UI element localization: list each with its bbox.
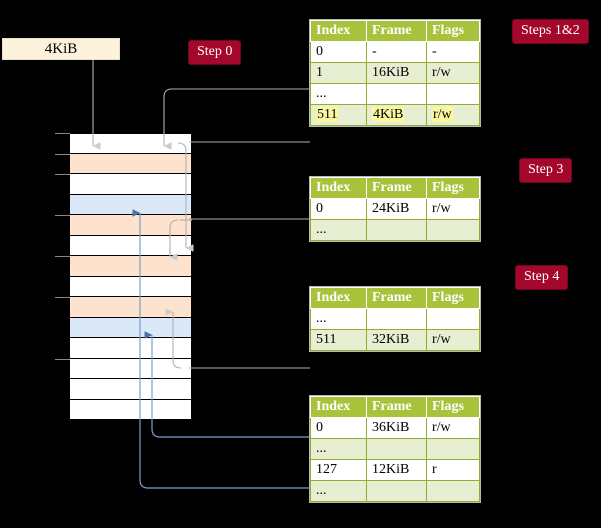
column-header-index: Index — [310, 177, 367, 199]
memory-frame-row — [69, 399, 192, 420]
memory-frame-row — [69, 174, 192, 195]
cell-flags: r/w — [426, 417, 480, 439]
cell-frame: 16KiB — [366, 62, 427, 84]
memory-tick-mark — [55, 174, 70, 175]
highlighted-value: r/w — [432, 107, 453, 122]
memory-tick-mark — [55, 358, 70, 360]
memory-frame-row — [69, 358, 192, 379]
column-header-frame: Frame — [366, 177, 427, 199]
cell-frame — [366, 83, 427, 105]
cell-flags: r/w — [426, 329, 480, 351]
cell-index: 127 — [310, 459, 367, 481]
cell-index: ... — [310, 83, 367, 105]
column-header-flags: Flags — [426, 177, 480, 199]
column-header-index: Index — [310, 20, 367, 42]
memory-tick-mark — [55, 215, 70, 216]
table-row: ... — [310, 438, 480, 460]
cell-flags — [426, 480, 480, 502]
column-header-index: Index — [310, 396, 367, 418]
cell-index: 511 — [310, 329, 367, 351]
cell-frame — [366, 438, 427, 460]
memory-tick-mark — [55, 297, 70, 298]
memory-tick-mark — [55, 256, 70, 257]
cell-index: ... — [310, 308, 367, 330]
cell-frame — [366, 308, 427, 330]
column-header-flags: Flags — [426, 20, 480, 42]
cell-index: ... — [310, 480, 367, 502]
memory-frame-row — [69, 317, 192, 338]
memory-frame-row — [69, 194, 192, 215]
cell-index: ... — [310, 438, 367, 460]
memory-frame-row — [69, 256, 192, 277]
table-row: ... — [310, 480, 480, 502]
page-box-label: 4KiB — [44, 40, 78, 57]
table-row: 0-- — [310, 41, 480, 63]
column-header-frame: Frame — [366, 396, 427, 418]
cell-frame: - — [366, 41, 427, 63]
cell-index: 511 — [310, 104, 367, 126]
badge-step-4: Step 4 — [516, 266, 568, 289]
memory-frame-row — [69, 215, 192, 236]
cell-index: 0 — [310, 198, 367, 220]
column-header-flags: Flags — [426, 287, 480, 309]
cell-frame: 12KiB — [366, 459, 427, 481]
cell-index: 0 — [310, 417, 367, 439]
cell-flags — [426, 438, 480, 460]
cell-flags: - — [426, 41, 480, 63]
column-header-flags: Flags — [426, 396, 480, 418]
table-row: ... — [310, 308, 480, 330]
column-header-index: Index — [310, 287, 367, 309]
cell-index: ... — [310, 219, 367, 241]
cell-flags: r — [426, 459, 480, 481]
memory-frame-row — [69, 153, 192, 174]
cell-flags — [426, 219, 480, 241]
memory-tick-mark — [55, 153, 70, 155]
highlighted-value: 511 — [316, 107, 339, 122]
memory-frame-row — [69, 133, 192, 154]
memory-frame-row — [69, 297, 192, 318]
cell-frame — [366, 219, 427, 241]
table-row: ... — [310, 83, 480, 105]
cell-frame: 24KiB — [366, 198, 427, 220]
memory-frame-row — [69, 235, 192, 256]
cell-flags: r/w — [426, 104, 480, 126]
cell-frame: 4KiB — [366, 104, 427, 126]
cell-flags — [426, 308, 480, 330]
page-box-4kib: 4KiB — [2, 38, 120, 60]
physical-memory-stack — [69, 133, 192, 420]
memory-frame-row — [69, 338, 192, 359]
memory-frame-row — [69, 379, 192, 400]
cell-index: 1 — [310, 62, 367, 84]
cell-flags: r/w — [426, 62, 480, 84]
cell-flags — [426, 83, 480, 105]
table-row: ... — [310, 219, 480, 241]
column-header-frame: Frame — [366, 20, 427, 42]
column-header-frame: Frame — [366, 287, 427, 309]
cell-index: 0 — [310, 41, 367, 63]
cell-frame: 32KiB — [366, 329, 427, 351]
badge-step-0: Step 0 — [189, 41, 241, 64]
cell-flags: r/w — [426, 198, 480, 220]
highlighted-value: 4KiB — [372, 107, 405, 122]
cell-frame — [366, 480, 427, 502]
memory-tick-mark — [55, 133, 70, 134]
cell-frame: 36KiB — [366, 417, 427, 439]
memory-frame-row — [69, 276, 192, 297]
badge-step-3: Step 3 — [520, 159, 572, 182]
badge-steps-1-2: Steps 1&2 — [513, 20, 588, 43]
table-row: 511 4KiB r/w — [310, 104, 480, 126]
